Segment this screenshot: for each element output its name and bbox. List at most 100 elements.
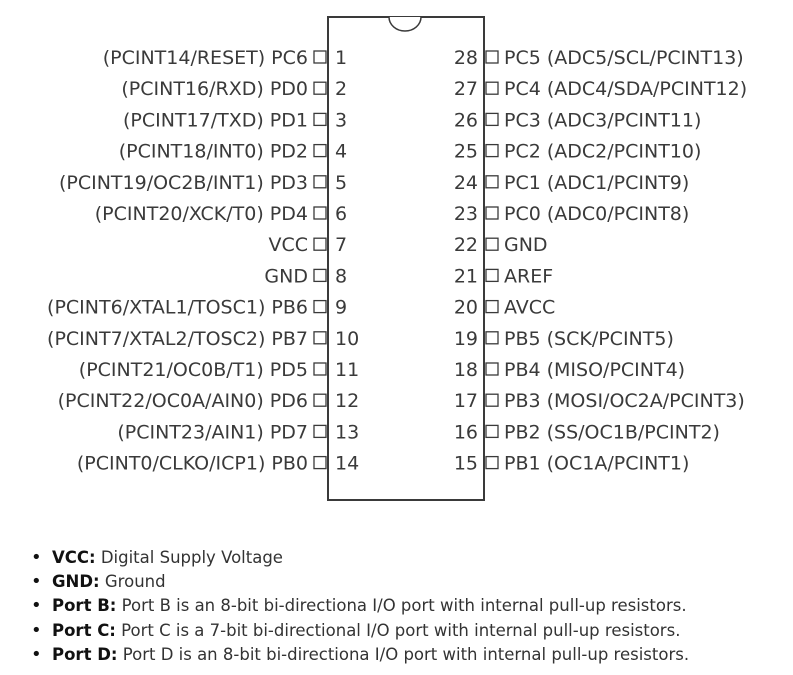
list-item: •Port B: Port B is an 8-bit bi-direction… [31,594,793,618]
pin-row: (PCINT22/OC0A/AIN0) PD6 12 [58,390,360,412]
pin-label: (PCINT14/RESET) PC6 [103,47,308,69]
list-item: • GND: Ground [31,570,793,594]
pin-label: PC3 (ADC3/PCINT11) [504,109,701,131]
pin-label: PB3 (MOSI/OC2A/PCINT3) [504,390,745,412]
pin-number: 20 [454,297,478,319]
pin-label: PB4 (MISO/PCINT4) [504,359,685,381]
pin-square-icon [485,50,499,64]
pin-number: 7 [335,234,347,256]
pin-label: GND [504,234,548,256]
pin-label: PC5 (ADC5/SCL/PCINT13) [504,47,744,69]
pin-square-icon [313,81,327,95]
pin-label: PC2 (ADC2/PCINT10) [504,141,701,163]
pin-square-icon [485,143,499,158]
pin-square-icon [313,237,327,251]
pin-square-icon [485,455,499,470]
pin-number: 12 [335,390,359,412]
pin-label: PC0 (ADC0/PCINT8) [504,203,689,225]
pin-label: PC1 (ADC1/PCINT9) [504,172,689,194]
pin-number: 9 [335,297,347,319]
pin-label: (PCINT6/XTAL1/TOSC1) PB6 [47,297,308,319]
pin-row: (PCINT23/AIN1) PD7 13 [117,421,359,443]
pin-label: (PCINT19/OC2B/INT1) PD3 [59,172,308,194]
pin-row: PC3 (ADC3/PCINT11)26 [454,109,702,131]
pin-row: GND 8 [264,265,347,287]
pin-number: 25 [454,141,478,163]
pin-square-icon [485,362,499,376]
pin-square-icon [313,175,327,189]
pin-number: 27 [454,78,478,100]
pin-row: PB3 (MOSI/OC2A/PCINT3) 17 [454,390,745,412]
pin-number: 13 [335,421,359,443]
pin-row: PB1 (OC1A/PCINT1)15 [454,453,690,475]
pin-square-icon [485,299,499,314]
pin-square-icon [313,424,327,439]
pin-square-icon [485,237,499,251]
pin-number: 22 [454,234,478,256]
pin-number: 3 [335,109,347,131]
pin-square-icon [313,299,327,314]
pin-description-list: •VCC: Digital Supply Voltage •GND: Groun… [28,546,793,667]
note-text: Port D is an 8-bit bi-directiona I/O por… [117,644,690,664]
pin-label: (PCINT16/RXD) PD0 [121,78,308,100]
pin-row: PC0 (ADC0/PCINT8) 23 [454,203,689,225]
pin-number: 4 [335,141,347,163]
note-term: GND: [52,572,100,592]
pin-square-icon [313,50,327,64]
pin-square-icon [313,393,327,407]
pin-number: 1 [335,47,347,69]
pin-label: AREF [504,265,553,287]
pin-row: GND 22 [454,234,548,256]
pin-square-icon [485,424,499,439]
pin-label: (PCINT22/OC0A/AIN0) PD6 [58,390,308,412]
pin-row: VCC 7 [268,234,347,256]
pin-row: PC5 (ADC5/SCL/PCINT13) 28 [454,47,744,69]
pin-row: PB5 (SCK/PCINT5)19 [454,328,674,350]
pin-square-icon [485,393,499,407]
bullet-icon: • [31,571,42,593]
bullet-icon: • [31,643,42,665]
pin-square-icon [485,175,499,189]
pin-row: PC4 (ADC4/SDA/PCINT12) 27 [454,78,747,100]
list-item: •Port C: Port C is a 7-bit bi-directiona… [31,619,793,643]
note-term: Port C: [52,620,116,640]
pin-square-icon [313,112,327,127]
pin-row: (PCINT6/XTAL1/TOSC1) PB6 9 [47,297,347,319]
note-text: Ground [99,572,166,592]
pin-row: (PCINT14/RESET) PC6 1 [103,47,347,69]
pin-label: VCC [268,234,308,256]
pin-number: 8 [335,265,347,287]
pin-number: 24 [454,172,478,194]
note-term: Port D: [52,644,118,664]
pin-number: 28 [454,47,478,69]
pin-row: PB4 (MISO/PCINT4)18 [454,359,685,381]
pin-number: 14 [335,453,359,475]
pin-label: (PCINT20/XCK/T0) PD4 [95,203,308,225]
pin-row: PC2 (ADC2/PCINT10) 25 [454,141,702,163]
pin-label: AVCC [504,297,555,319]
note-text: Port B is an 8-bit bi-directiona I/O por… [116,596,687,616]
pin-label: GND [264,265,308,287]
pin-number: 23 [454,203,478,225]
pin-square-icon [485,81,499,95]
pin-number: 11 [335,359,359,381]
pin-number: 17 [454,390,478,412]
chip-body [327,16,485,501]
bullet-icon: • [31,619,42,641]
pin-number: 10 [335,328,359,350]
pin-label: PC4 (ADC4/SDA/PCINT12) [504,78,747,100]
pin-row: AVCC 20 [454,297,556,319]
pin-label: PB5 (SCK/PCINT5) [504,328,674,350]
pin-label: (PCINT23/AIN1) PD7 [117,421,308,443]
bullet-icon: • [31,547,42,568]
pin-square-icon [485,331,499,345]
